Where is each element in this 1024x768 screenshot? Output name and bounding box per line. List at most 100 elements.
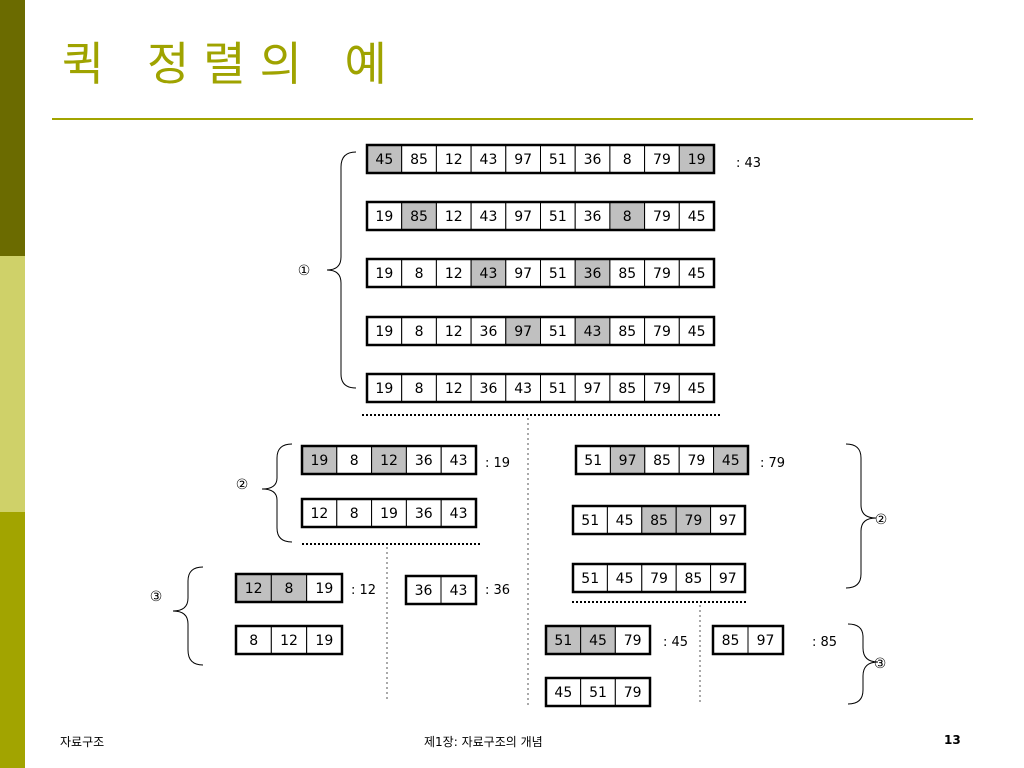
array-cell-value: 36: [480, 324, 498, 340]
array-cell-value: 85: [618, 266, 636, 282]
array-cell-value: 8: [415, 324, 424, 340]
array-cell: [435, 201, 472, 231]
array-border: [544, 676, 652, 708]
array-border: [711, 624, 785, 656]
array-cell-highlighted: [505, 316, 541, 346]
array-cell-value: 45: [688, 324, 706, 340]
array-cell-value: 97: [584, 381, 602, 397]
array-cell-value: 85: [618, 381, 636, 397]
array-cell-value: 79: [653, 209, 671, 225]
array-cell-value: 79: [684, 513, 702, 529]
pivot-label: : 85: [812, 635, 837, 650]
array-cell-value: 97: [514, 324, 532, 340]
array-cell: [306, 573, 343, 603]
array-cell-value: 19: [375, 209, 393, 225]
array-cell-value: 45: [722, 453, 740, 469]
array-cell-value: 45: [589, 633, 607, 649]
array-cell-value: 85: [684, 571, 702, 587]
step-label: ②: [875, 512, 888, 528]
step-label: ③: [874, 656, 887, 672]
array-cell-value: 43: [450, 453, 468, 469]
array-cell-value: 45: [688, 266, 706, 282]
array-cell-value: 36: [415, 506, 433, 522]
array-cell-value: 36: [584, 152, 602, 168]
array-cell-value: 51: [581, 571, 599, 587]
footer-course: 자료구조: [60, 735, 105, 749]
step-label: ②: [236, 477, 249, 493]
array-cell: [678, 201, 715, 231]
brace-step-3-right: [847, 623, 879, 705]
pivot-label: : 12: [351, 583, 376, 598]
array-cell-value: 19: [315, 633, 333, 649]
array-cell: [678, 445, 715, 475]
array-cell: [644, 316, 680, 346]
array-cell-value: 12: [445, 266, 463, 282]
step-label: ①: [298, 263, 311, 279]
array-cell-value: 79: [653, 266, 671, 282]
side-bar-top: [0, 0, 25, 256]
array-cell: [540, 144, 576, 174]
array-border: [300, 444, 478, 476]
array-cell-value: 36: [584, 266, 602, 282]
array-cell: [644, 144, 680, 174]
array-border: [300, 497, 478, 529]
side-bar-bottom: [0, 512, 25, 768]
array-cell: [371, 498, 407, 528]
array-cell-value: 19: [380, 506, 398, 522]
array-cell-value: 97: [514, 266, 532, 282]
array-cell-value: 51: [549, 152, 567, 168]
array-cell-value: 51: [549, 324, 567, 340]
array-cell-value: 8: [415, 381, 424, 397]
array-cell-value: 36: [415, 583, 433, 599]
array-cell-value: 43: [450, 583, 468, 599]
page-number: 13: [944, 733, 961, 747]
array-cell-value: 85: [650, 513, 668, 529]
array-cell-value: 12: [445, 152, 463, 168]
array-cell-value: 51: [581, 513, 599, 529]
array-cell-value: 12: [445, 324, 463, 340]
array-cell-value: 19: [375, 381, 393, 397]
array-cell-value: 19: [688, 152, 706, 168]
array-cell-value: 51: [584, 453, 602, 469]
pivot-label: : 43: [736, 156, 761, 171]
brace-step-1: [326, 151, 357, 389]
array-cell-highlighted: [574, 258, 611, 288]
array-cell: [580, 677, 616, 707]
side-bar-middle: [0, 256, 25, 512]
array-cell-value: 19: [375, 324, 393, 340]
array-border: [544, 624, 652, 656]
array-cell: [644, 201, 680, 231]
array-cell-value: 97: [719, 513, 737, 529]
pivot-label: : 79: [760, 456, 785, 471]
array-cell-value: 79: [650, 571, 668, 587]
array-cell-value: 45: [688, 381, 706, 397]
array-cell-value: 51: [549, 266, 567, 282]
array-cell: [644, 373, 680, 403]
array-cell-value: 85: [410, 209, 428, 225]
array-cell: [609, 373, 646, 403]
brace-step-2-right: [845, 443, 877, 589]
array-cell-value: 8: [350, 453, 359, 469]
array-cell-value: 12: [310, 506, 328, 522]
array-row: 36 43: [404, 574, 478, 606]
array-cell: [644, 258, 680, 288]
array-border: [365, 257, 716, 289]
array-cell-value: 51: [549, 381, 567, 397]
brace-step-2-left: [261, 443, 293, 543]
array-cell-value: 8: [350, 506, 359, 522]
array-cell-value: 97: [757, 633, 775, 649]
array-cell: [678, 373, 715, 403]
step-label: ③: [150, 589, 163, 605]
array-cell-value: 36: [480, 381, 498, 397]
array-border: [571, 562, 747, 594]
array-cell-value: 43: [480, 209, 498, 225]
